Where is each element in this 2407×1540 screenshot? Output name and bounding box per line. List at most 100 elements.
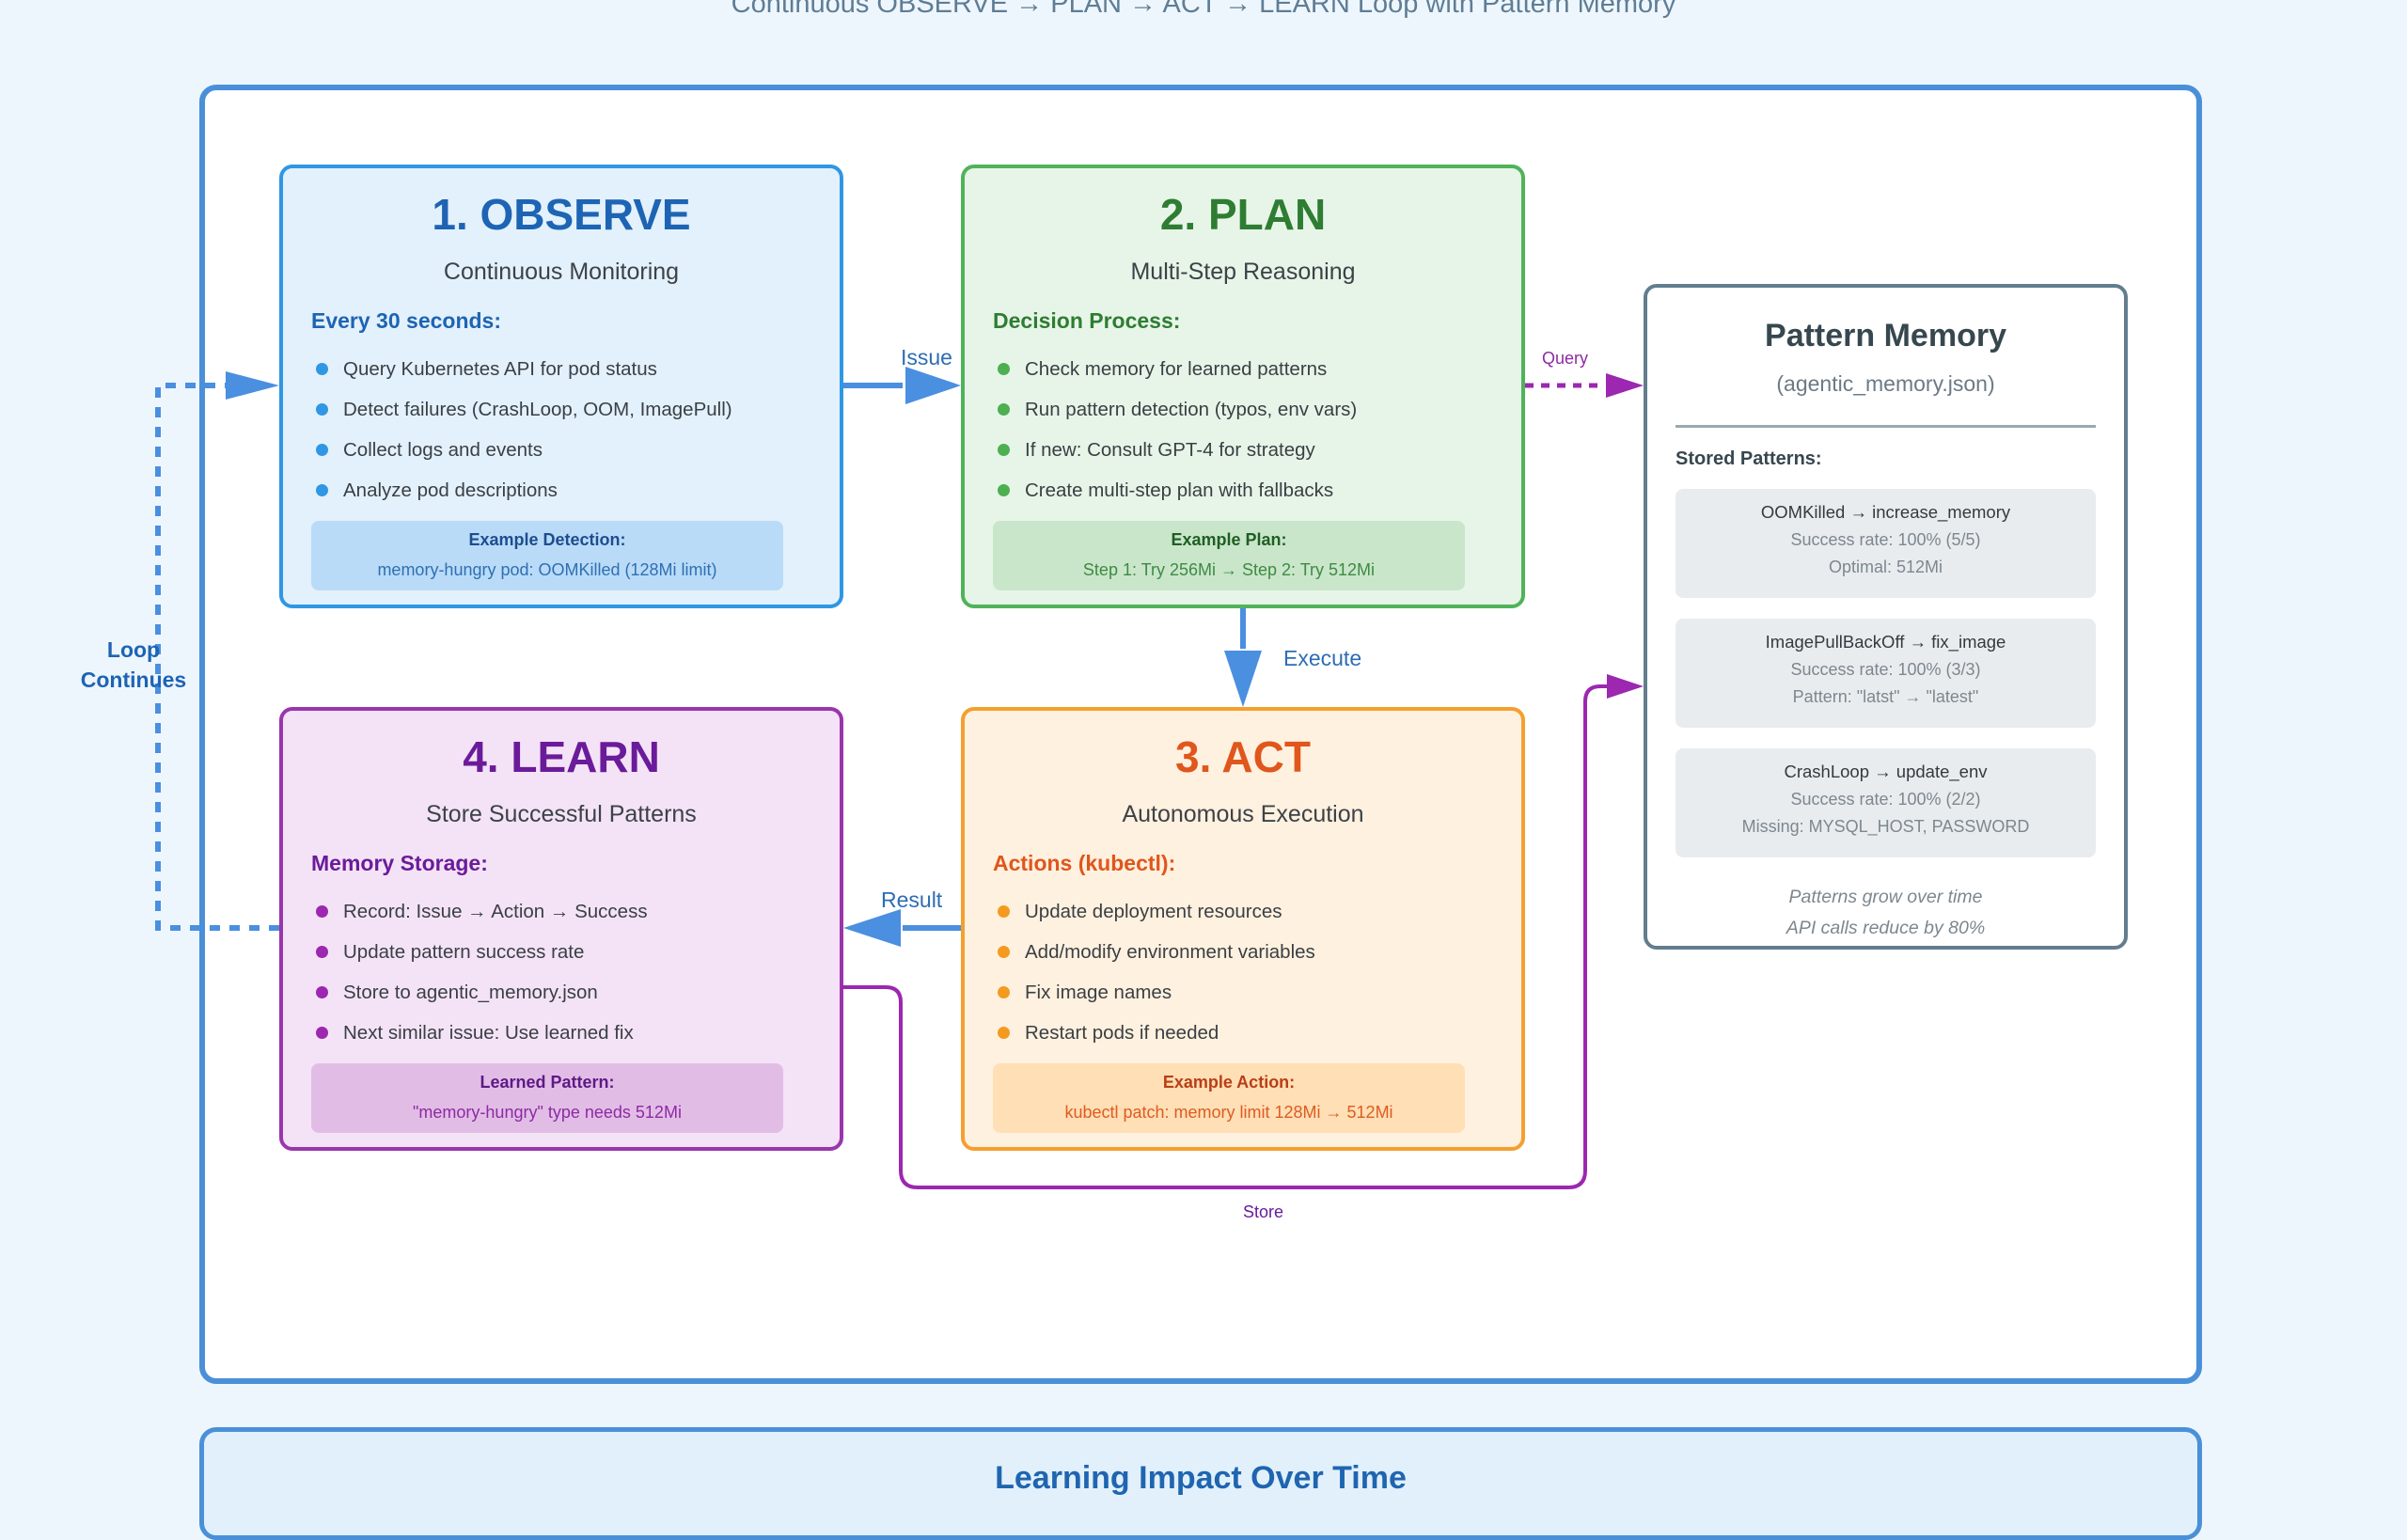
list-item-text: Update deployment resources <box>1025 900 1282 922</box>
stage-section-heading: Memory Storage: <box>311 851 488 875</box>
store-label: Store <box>1243 1202 1284 1221</box>
list-item: Detect failures (CrashLoop, OOM, ImagePu… <box>311 389 840 430</box>
example-box: Learned Pattern: "memory-hungry" type ne… <box>311 1063 783 1133</box>
list-item: Create multi-step plan with fallbacks <box>993 470 1521 511</box>
list-item-text: Update pattern success rate <box>343 940 585 963</box>
memory-notes: Patterns grow over time API calls reduce… <box>1647 882 2124 944</box>
memory-note: API calls reduce by 80% <box>1786 918 1986 938</box>
list-item: Analyze pod descriptions <box>311 470 840 511</box>
example-value: Step 1: Try 256Mi → Step 2: Try 512Mi <box>1082 560 1376 579</box>
list-item: Next similar issue: Use learned fix <box>311 1013 840 1053</box>
bullet-icon <box>316 1027 328 1039</box>
bullet-icon <box>998 905 1010 918</box>
loop-label-line: Loop <box>106 637 161 662</box>
pattern-success-rate: Success rate: 100% (3/3) <box>1790 660 1981 679</box>
pattern-detail: Pattern: "latst" → "latest" <box>1792 687 1979 706</box>
stage-act: 3. ACT Autonomous Execution Actions (kub… <box>961 707 1525 1151</box>
stage-observe: 1. OBSERVE Continuous Monitoring Every 3… <box>279 165 843 608</box>
divider <box>1675 425 2096 428</box>
stored-patterns-heading: Stored Patterns: <box>1675 448 1822 469</box>
pattern-success-rate: Success rate: 100% (5/5) <box>1790 530 1981 549</box>
list-item: Store to agentic_memory.json <box>311 972 840 1013</box>
example-value: kubectl patch: memory limit 128Mi → 512M… <box>1064 1103 1393 1122</box>
stage-subtitle: Autonomous Execution <box>1122 801 1364 827</box>
loop-continues-label: Loop Continues <box>71 635 196 695</box>
pattern-name: CrashLoop → update_env <box>1784 762 1988 781</box>
list-item: If new: Consult GPT-4 for strategy <box>993 430 1521 470</box>
list-item-text: Next similar issue: Use learned fix <box>343 1021 634 1044</box>
learning-impact-title: Learning Impact Over Time <box>995 1460 1407 1496</box>
bullet-icon <box>316 403 328 416</box>
memory-title: Pattern Memory <box>1765 318 2006 354</box>
result-label: Result <box>881 888 943 912</box>
pattern-success-rate: Success rate: 100% (2/2) <box>1790 790 1981 809</box>
list-item-text: Check memory for learned patterns <box>1025 357 1328 380</box>
bullet-icon <box>998 1027 1010 1039</box>
memory-filename: (agentic_memory.json) <box>1776 371 1995 396</box>
memory-note: Patterns grow over time <box>1788 887 1983 907</box>
stage-item-list: Query Kubernetes API for pod status Dete… <box>311 349 840 511</box>
stage-title: 3. ACT <box>1175 732 1311 781</box>
example-heading: Learned Pattern: <box>480 1073 615 1092</box>
bullet-icon <box>998 946 1010 958</box>
stage-item-list: Check memory for learned patterns Run pa… <box>993 349 1521 511</box>
list-item: Query Kubernetes API for pod status <box>311 349 840 389</box>
stage-title: 4. LEARN <box>463 732 660 781</box>
list-item-text: Fix image names <box>1025 981 1172 1003</box>
list-item-text: Add/modify environment variables <box>1025 940 1315 963</box>
bullet-icon <box>316 484 328 496</box>
bullet-icon <box>316 363 328 375</box>
list-item: Add/modify environment variables <box>993 932 1521 972</box>
diagram-subtitle: Continuous OBSERVE → PLAN → ACT → LEARN … <box>731 0 1676 19</box>
stage-subtitle: Continuous Monitoring <box>443 259 680 285</box>
execute-label: Execute <box>1283 646 1362 670</box>
list-item-text: Store to agentic_memory.json <box>343 981 598 1003</box>
list-item-text: Record: Issue → Action → Success <box>343 900 648 922</box>
learning-impact-panel: Learning Impact Over Time <box>199 1427 2202 1540</box>
list-item-text: Restart pods if needed <box>1025 1021 1219 1044</box>
stage-learn: 4. LEARN Store Successful Patterns Memor… <box>279 707 843 1151</box>
list-item-text: If new: Consult GPT-4 for strategy <box>1025 438 1315 461</box>
list-item-text: Create multi-step plan with fallbacks <box>1025 479 1334 501</box>
bullet-icon <box>316 946 328 958</box>
example-value: memory-hungry pod: OOMKilled (128Mi limi… <box>377 560 717 579</box>
pattern-memory-panel: Pattern Memory (agentic_memory.json) Sto… <box>1644 284 2128 950</box>
stage-section-heading: Decision Process: <box>993 308 1181 333</box>
list-item: Fix image names <box>993 972 1521 1013</box>
stage-title: 1. OBSERVE <box>432 190 691 239</box>
list-item-text: Collect logs and events <box>343 438 543 461</box>
list-item: Collect logs and events <box>311 430 840 470</box>
bullet-icon <box>998 363 1010 375</box>
pattern-name: ImagePullBackOff → fix_image <box>1765 632 2006 652</box>
query-label: Query <box>1542 349 1589 368</box>
list-item-text: Detect failures (CrashLoop, OOM, ImagePu… <box>343 398 732 420</box>
list-item: Update deployment resources <box>993 891 1521 932</box>
list-item: Update pattern success rate <box>311 932 840 972</box>
list-item: Record: Issue → Action → Success <box>311 891 840 932</box>
bullet-icon <box>316 444 328 456</box>
bullet-icon <box>998 986 1010 998</box>
loop-label-line: Continues <box>80 668 187 692</box>
example-box: Example Plan: Step 1: Try 256Mi → Step 2… <box>993 521 1465 590</box>
stage-item-list: Update deployment resources Add/modify e… <box>993 891 1521 1053</box>
pattern-detail: Missing: MYSQL_HOST, PASSWORD <box>1741 817 2030 836</box>
list-item-text: Query Kubernetes API for pod status <box>343 357 657 380</box>
pattern-detail: Optimal: 512Mi <box>1828 558 1943 576</box>
list-item: Run pattern detection (typos, env vars) <box>993 389 1521 430</box>
pattern-card: ImagePullBackOff → fix_image Success rat… <box>1675 619 2096 728</box>
stage-section-heading: Actions (kubectl): <box>993 851 1176 875</box>
bullet-icon <box>998 403 1010 416</box>
example-heading: Example Action: <box>1162 1073 1296 1092</box>
stage-section-heading: Every 30 seconds: <box>311 308 502 333</box>
example-box: Example Action: kubectl patch: memory li… <box>993 1063 1465 1133</box>
bullet-icon <box>316 986 328 998</box>
example-box: Example Detection: memory-hungry pod: OO… <box>311 521 783 590</box>
bullet-icon <box>316 905 328 918</box>
example-value: "memory-hungry" type needs 512Mi <box>413 1103 682 1122</box>
issue-label: Issue <box>901 345 952 369</box>
stage-subtitle: Multi-Step Reasoning <box>1130 259 1356 285</box>
example-heading: Example Plan: <box>1171 530 1287 549</box>
list-item-text: Run pattern detection (typos, env vars) <box>1025 398 1358 420</box>
stage-item-list: Record: Issue → Action → Success Update … <box>311 891 840 1053</box>
pattern-card: CrashLoop → update_env Success rate: 100… <box>1675 748 2096 857</box>
